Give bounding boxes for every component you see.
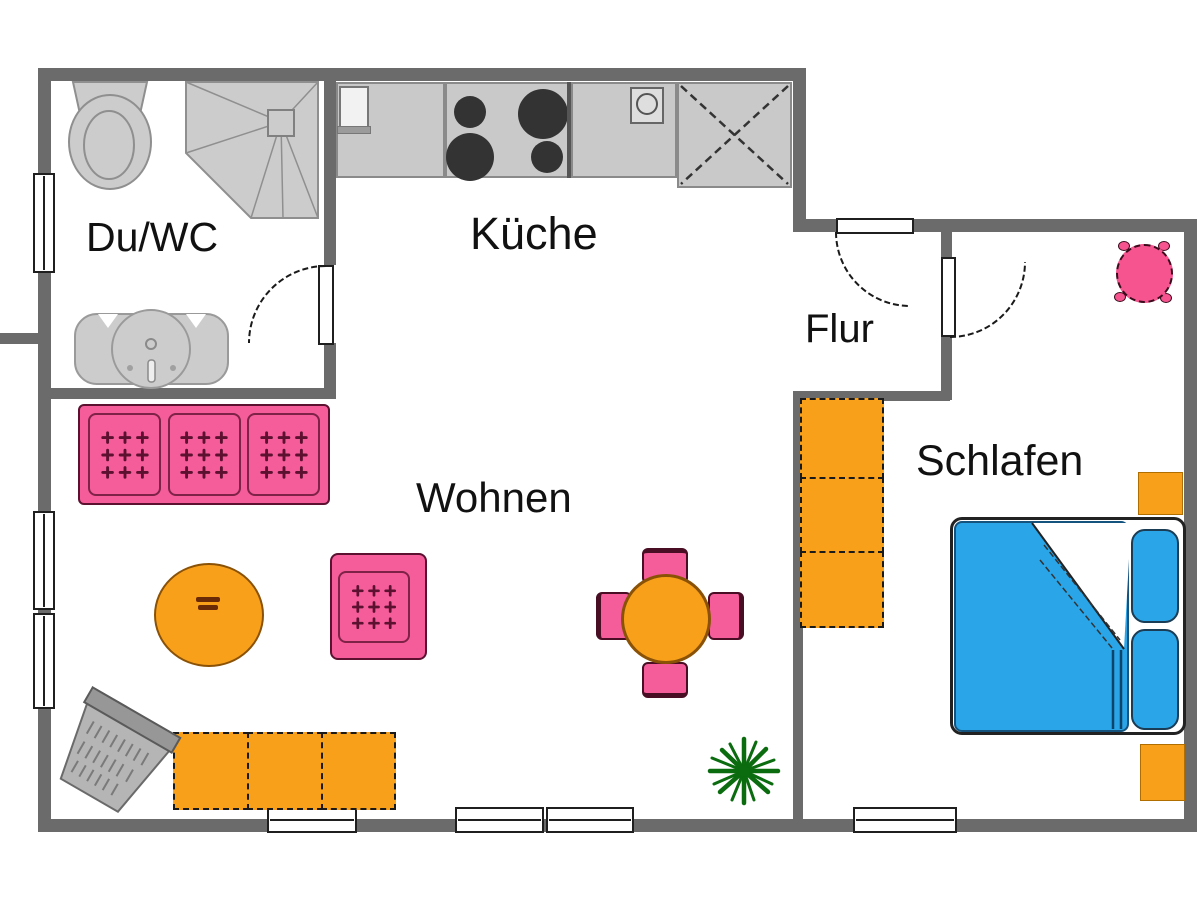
wall-bath-bottom	[38, 388, 336, 399]
stove-burner-large-1	[518, 89, 568, 139]
bathroom-door-arc	[248, 265, 327, 344]
wall-living-bedroom	[793, 391, 803, 819]
window-living-left-2	[33, 613, 55, 709]
entrance-door-arc	[835, 231, 911, 307]
window-living-bottom-1	[267, 807, 357, 833]
counter-divider	[567, 82, 571, 178]
stool-foot	[1114, 292, 1126, 302]
sofa-cushion	[167, 413, 241, 496]
coffee-table-mark	[198, 605, 218, 610]
stool-foot	[1158, 241, 1170, 251]
door-swing-arcs	[248, 231, 1026, 344]
room-label-kitchen: Küche	[470, 208, 598, 259]
toilet	[68, 81, 152, 190]
dining-chair-south	[642, 662, 688, 698]
wardrobe-section	[800, 398, 884, 479]
sideboard-section	[321, 732, 396, 810]
wardrobe-section	[800, 551, 884, 628]
window-bath	[33, 173, 55, 273]
window-living-bottom-2	[455, 807, 544, 833]
room-label-living: Wohnen	[416, 474, 572, 521]
wall-hall-top-right	[913, 219, 1185, 232]
dining-table	[621, 574, 711, 664]
stove-burner-small-2	[531, 141, 563, 173]
bedroom-stool	[1116, 244, 1173, 303]
wall-hall-bedroom-upper	[941, 232, 952, 260]
window-frame-bar	[856, 819, 954, 821]
kitchen-counter-edge	[337, 126, 371, 134]
plant	[707, 736, 781, 806]
window-frame-bar	[43, 176, 45, 270]
window-bedroom-bottom	[853, 807, 957, 833]
kitchen-tall-cabinet	[677, 82, 792, 188]
stool-foot	[1118, 241, 1130, 251]
kitchen-cutting-board	[339, 86, 369, 128]
window-frame-bar	[43, 514, 45, 607]
sofa-cushion	[88, 413, 161, 496]
coffee-table-mark	[196, 597, 220, 602]
armchair	[330, 553, 427, 660]
window-frame-bar	[458, 819, 541, 821]
room-label-bedroom: Schlafen	[916, 437, 1084, 485]
window-frame-bar	[270, 819, 354, 821]
sideboard-section	[247, 732, 323, 810]
door-entrance	[836, 218, 914, 234]
coffee-table	[154, 563, 264, 667]
nightstand-bottom	[1140, 744, 1185, 801]
wall-bath-right-upper	[324, 68, 336, 265]
window-living-bottom-3	[546, 807, 634, 833]
tuft-pattern	[255, 425, 313, 485]
bed-pillow-top	[1131, 529, 1179, 623]
tuft-pattern	[96, 425, 154, 485]
wall-kitchen-right	[793, 68, 806, 232]
tv	[59, 685, 182, 813]
sofa	[78, 404, 330, 505]
window-frame-bar	[549, 819, 631, 821]
bed-duvet	[954, 521, 1129, 732]
stool-foot	[1160, 293, 1172, 303]
door-bathroom	[318, 265, 334, 345]
shower	[185, 81, 319, 219]
tuft-pattern	[347, 580, 401, 634]
tuft-pattern	[175, 425, 233, 485]
wardrobe-section	[800, 477, 884, 553]
wall-exterior-stub	[0, 333, 38, 344]
wall-hall-bottom	[793, 391, 950, 401]
bed-pillow-bottom	[1131, 629, 1179, 730]
window-living-left-1	[33, 511, 55, 610]
wall-top	[38, 68, 805, 81]
kitchen-sink-basin	[636, 93, 658, 115]
window-frame-bar	[43, 616, 45, 706]
room-label-hallway: Flur	[805, 307, 874, 351]
wall-right	[1184, 219, 1197, 832]
nightstand-top	[1138, 472, 1183, 515]
door-bedroom	[941, 257, 956, 337]
dining-chair-east	[708, 592, 744, 640]
wall-bath-right-lower	[324, 343, 336, 399]
washbasin	[74, 309, 229, 389]
stove-burner-large-2	[446, 133, 494, 181]
stove-burner-small-1	[454, 96, 486, 128]
sideboard-section	[173, 732, 249, 810]
armchair-cushion	[338, 571, 410, 643]
bedroom-door-arc	[949, 261, 1026, 338]
room-label-bathroom: Du/WC	[86, 214, 219, 260]
wall-hall-bedroom-lower	[941, 334, 952, 400]
sofa-cushion	[247, 413, 320, 496]
